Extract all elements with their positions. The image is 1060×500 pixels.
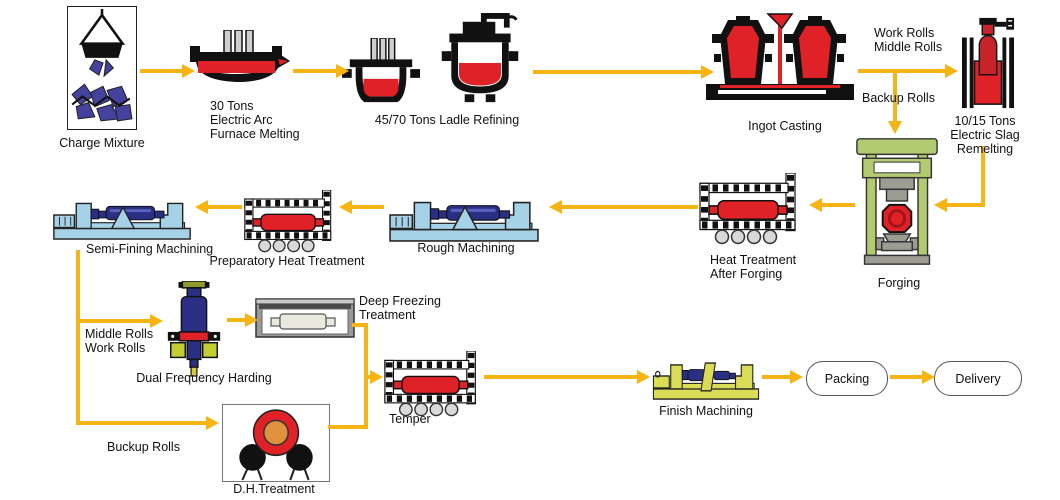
arrowhead-charge-to-eaf xyxy=(182,64,195,78)
temper-furnace-icon xyxy=(384,351,476,417)
ingot-casting-icon xyxy=(706,13,854,100)
arrow-backup-rolls-down xyxy=(893,73,897,121)
vacuum-degasser-icon xyxy=(441,12,519,103)
finish-machining-label: Finish Machining xyxy=(659,404,753,418)
rough-machining-label: Rough Machining xyxy=(417,241,515,255)
ingot-casting-label: Ingot Casting xyxy=(748,119,822,133)
dh-treatment-box xyxy=(222,404,330,482)
preparatory-heat-treatment-furnace-icon xyxy=(244,190,332,253)
ladle-furnace-icon xyxy=(342,38,420,103)
arrow-prep-to-semi xyxy=(208,205,242,209)
electric-slag-remelting-icon xyxy=(962,17,1014,109)
delivery-label: Delivery xyxy=(955,371,1001,386)
dual-frequency-harding-label: Dual Frequency Harding xyxy=(136,371,272,385)
work-middle-rolls-label: Work Rolls Middle Rolls xyxy=(874,26,943,54)
esr-label: 10/15 Tons Electric Slag Remelting xyxy=(950,114,1020,156)
arrowhead-forging-to-htaf xyxy=(809,198,822,212)
arrowhead-ingot-to-esr xyxy=(945,64,958,78)
arrowhead-htaf-to-rough xyxy=(549,200,562,214)
line-freezer-stub xyxy=(352,323,368,327)
arrow-forging-to-htaf xyxy=(822,203,855,207)
arrow-rough-to-prep xyxy=(352,205,384,209)
packing-node: Packing xyxy=(806,361,888,396)
ladle-refining-label: 45/70 Tons Ladle Refining xyxy=(374,113,520,127)
temper-label: Temper xyxy=(389,412,431,426)
arrowhead-backup-rolls-down xyxy=(888,121,902,134)
arrow-charge-to-eaf xyxy=(140,69,182,73)
arrow-esr-to-forging-v xyxy=(981,146,985,207)
arrowhead-dfh-to-freezer xyxy=(245,313,258,327)
arrowhead-to-dh-treatment xyxy=(206,416,219,430)
deep-freezing-cabinet-icon xyxy=(255,298,355,338)
arrowhead-into-temper xyxy=(370,370,383,384)
arrowhead-eaf-to-ladle xyxy=(336,64,349,78)
arrow-packing-to-delivery xyxy=(890,375,922,379)
arrow-to-dual-frequency xyxy=(78,319,150,323)
arrow-htaf-to-rough xyxy=(562,205,698,209)
arrowhead-to-dual-frequency xyxy=(150,314,163,328)
line-into-temper xyxy=(364,375,370,379)
finish-machining-lathe-icon xyxy=(652,362,760,400)
heat-treatment-after-forging-furnace-icon xyxy=(699,173,796,245)
ht-after-forging-label: Heat Treatment After Forging xyxy=(710,253,797,281)
preparatory-ht-label: Preparatory Heat Treatment xyxy=(209,254,365,268)
arrow-ingot-to-esr xyxy=(858,69,945,73)
delivery-node: Delivery xyxy=(934,361,1022,396)
forging-press-icon xyxy=(856,138,938,265)
charge-mixture-icon xyxy=(71,9,133,122)
trunk-semi-fining-down xyxy=(76,250,80,425)
charge-mixture-label: Charge Mixture xyxy=(59,136,145,150)
arrow-temper-to-finish xyxy=(484,375,637,379)
arrowhead-prep-to-semi xyxy=(195,200,208,214)
forging-label: Forging xyxy=(877,276,921,290)
arrowhead-rough-to-prep xyxy=(339,200,352,214)
arrowhead-finish-to-packing xyxy=(790,370,803,384)
dual-frequency-harding-icon xyxy=(167,281,221,377)
deep-freezing-label: Deep Freezing Treatment xyxy=(359,294,441,322)
semi-fining-label: Semi-Fining Machining xyxy=(86,242,214,256)
charge-mixture-box xyxy=(67,6,137,130)
electric-arc-furnace-icon xyxy=(188,30,290,82)
buckup-rolls-label: Buckup Rolls xyxy=(107,440,180,454)
arrow-esr-to-forging-h xyxy=(947,203,985,207)
middle-work-rolls-label: Middle Rolls Work Rolls xyxy=(85,327,154,355)
rough-machining-lathe-icon xyxy=(389,201,539,242)
arrowhead-ladle-to-ingot xyxy=(701,65,714,79)
packing-label: Packing xyxy=(824,371,870,386)
dh-treatment-label: D.H.Treatment xyxy=(233,482,315,496)
eaf-label: 30 Tons Electric Arc Furnace Melting xyxy=(210,99,300,141)
backup-rolls-label: Backup Rolls xyxy=(862,91,935,105)
arrowhead-esr-to-forging xyxy=(934,198,947,212)
arrow-finish-to-packing xyxy=(762,375,790,379)
arrowhead-temper-to-finish xyxy=(637,370,650,384)
arrow-dfh-to-freezer xyxy=(227,318,245,322)
arrow-eaf-to-ladle xyxy=(293,69,336,73)
arrow-to-dh-treatment xyxy=(78,421,206,425)
line-dh-to-junction xyxy=(328,425,366,429)
arrowhead-packing-to-delivery xyxy=(922,370,935,384)
arrow-ladle-to-ingot xyxy=(533,70,701,74)
dh-treatment-icon xyxy=(239,409,313,481)
semi-fining-lathe-icon xyxy=(53,202,191,240)
